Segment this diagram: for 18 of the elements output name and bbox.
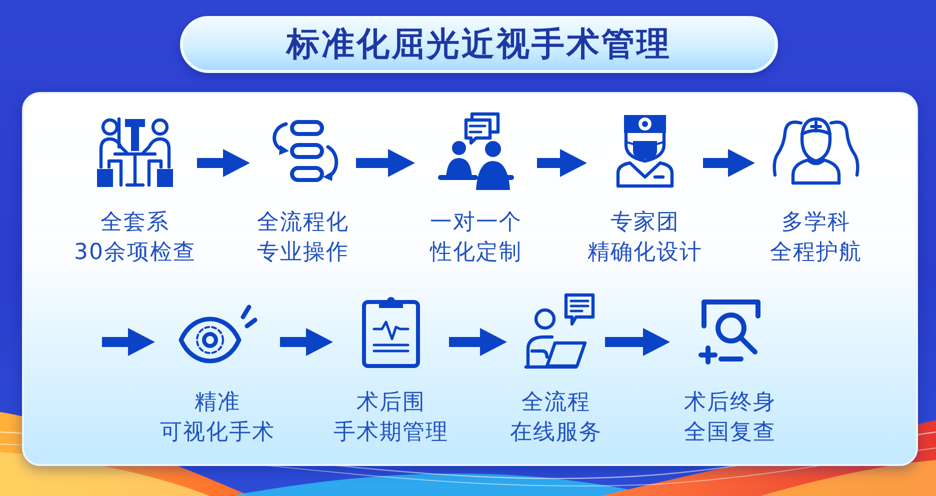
arrow xyxy=(102,328,155,356)
step-label: 精准可视化手术 xyxy=(160,389,275,447)
step-label: 全流程化专业操作 xyxy=(257,209,349,267)
arrow xyxy=(605,328,670,356)
step-label: 术后围手术期管理 xyxy=(334,389,448,447)
title-banner: 标准化屈光近视手术管理 xyxy=(180,16,778,73)
step-label: 专家团精确化设计 xyxy=(588,209,702,267)
arrow xyxy=(280,328,333,356)
step-label: 一对一个性化定制 xyxy=(430,209,522,267)
step-label: 术后终身全国复查 xyxy=(684,389,776,447)
step-label: 全流程在线服务 xyxy=(510,389,602,447)
arrow xyxy=(703,149,755,177)
step-label: 多学科全程护航 xyxy=(770,209,862,267)
arrow xyxy=(356,149,415,177)
arrow xyxy=(449,328,507,356)
arrow xyxy=(537,149,587,177)
arrow xyxy=(197,149,250,177)
step-label: 全套系30余项检查 xyxy=(74,209,196,267)
